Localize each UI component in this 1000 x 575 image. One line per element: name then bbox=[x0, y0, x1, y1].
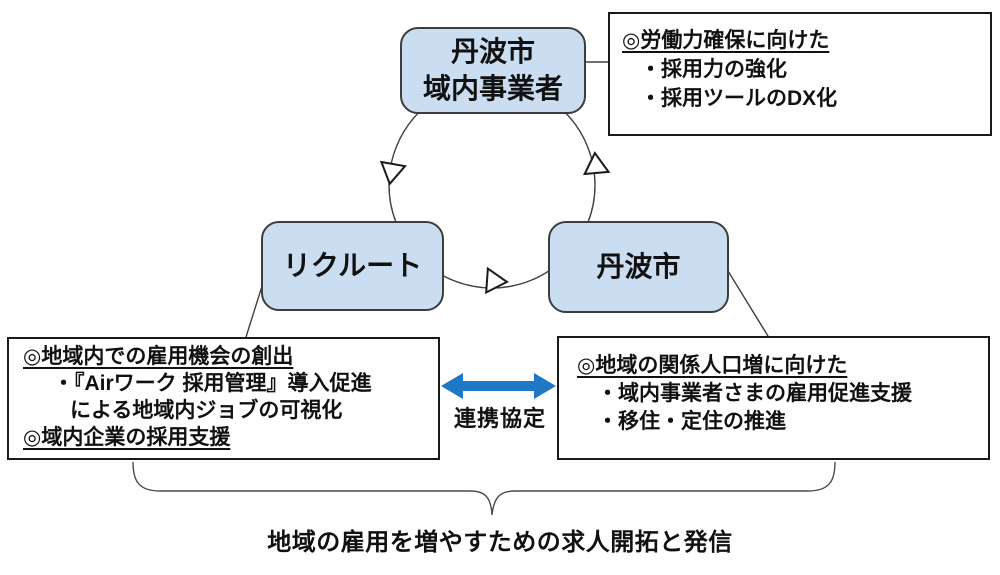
note-labor-force: ◎労働力確保に向けた ・採用力の強化 ・採用ツールのDX化 bbox=[608, 12, 992, 136]
connector-right bbox=[727, 270, 769, 337]
connector-left bbox=[245, 282, 264, 338]
partnership-agreement-label: 連携協定 bbox=[453, 406, 546, 431]
note-labor-force-heading: ◎労働力確保に向けた bbox=[622, 29, 830, 52]
cycle-arrowhead-bottom-icon bbox=[485, 266, 509, 295]
note-city-role-item: ・移住・定住の推進 bbox=[597, 410, 786, 433]
note-recruit-role-item: による地域内ジョブの可視化 bbox=[70, 399, 343, 422]
note-city-role-heading: ◎地域の関係人口増に向けた bbox=[577, 354, 848, 377]
partnership-arrow-icon bbox=[441, 373, 556, 399]
cycle-arrowhead-right-icon bbox=[582, 151, 611, 176]
node-tamba-city: 丹波市 bbox=[548, 221, 729, 313]
note-recruit-role-heading2: ◎域内企業の採用支援 bbox=[23, 426, 231, 449]
cycle-arrowhead-left-icon bbox=[379, 160, 407, 186]
diagram-caption: 地域の雇用を増やすための求人開拓と発信 bbox=[267, 529, 733, 556]
note-recruit-role: ◎地域内での雇用機会の創出 ・『Airワーク 採用管理』導入促進 による地域内ジ… bbox=[7, 337, 440, 460]
node-tamba-businesses: 丹波市 域内事業者 bbox=[400, 27, 586, 114]
note-recruit-role-heading: ◎地域内での雇用機会の創出 bbox=[23, 345, 294, 368]
brace bbox=[132, 461, 836, 516]
note-city-role: ◎地域の関係人口増に向けた ・域内事業者さまの雇用促進支援 ・移住・定住の推進 bbox=[557, 336, 990, 460]
note-city-role-item: ・域内事業者さまの雇用促進支援 bbox=[597, 382, 912, 405]
note-recruit-role-item: ・『Airワーク 採用管理』導入促進 bbox=[53, 372, 372, 395]
note-labor-force-item: ・採用ツールのDX化 bbox=[640, 87, 838, 110]
note-labor-force-item: ・採用力の強化 bbox=[640, 58, 787, 81]
node-recruit: リクルート bbox=[261, 221, 444, 311]
